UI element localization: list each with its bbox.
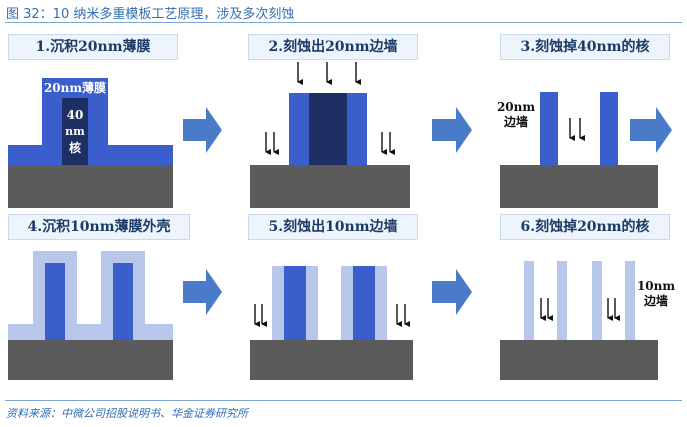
flow-arrow-right (183, 107, 222, 153)
step-4-label: 4.沉积10nm薄膜外壳 (8, 214, 190, 240)
shell-wall (341, 266, 353, 340)
title-rule (5, 22, 682, 23)
flow-arrow-right (630, 107, 672, 153)
substrate (500, 340, 658, 380)
figure-title: 图 32：10 纳米多重模板工艺原理，涉及多次刻蚀 (6, 7, 295, 22)
wall-20nm-label-2: 边墙 (503, 114, 528, 129)
step-6-illustration: 10nm 边墙 (500, 261, 675, 380)
sidewall-right (600, 92, 618, 165)
step-6-label: 6.刻蚀掉20nm的核 (500, 214, 670, 240)
core-nm-label: nm (65, 125, 85, 138)
substrate (500, 165, 658, 208)
core-40nm (309, 93, 347, 165)
substrate (8, 340, 173, 380)
film-20nm (8, 78, 173, 165)
shell-wall (557, 261, 567, 340)
step-5-illustration (250, 266, 413, 380)
wall-10nm-label-2: 边墙 (643, 293, 668, 308)
core-40nm (62, 98, 88, 165)
step-3-label: 3.刻蚀掉40nm的核 (500, 34, 670, 60)
substrate (8, 165, 173, 208)
flow-arrow-right (432, 269, 472, 315)
step-2-label: 2.刻蚀出20nm边墙 (248, 34, 418, 60)
step-1-illustration: 20nm薄膜 40 nm 核 (8, 78, 173, 208)
step-2-illustration (250, 62, 410, 208)
step-4-illustration (8, 251, 173, 380)
shell-wall (625, 261, 635, 340)
shell-wall (306, 266, 318, 340)
wall-10nm-label-1: 10nm (637, 279, 675, 293)
core-wall (284, 266, 306, 340)
sidewall-right (347, 93, 367, 165)
step-1-label: 1.沉积20nm薄膜 (8, 34, 178, 60)
source-rule (5, 400, 682, 401)
core-char-label: 核 (69, 140, 81, 155)
step-3-illustration: 20nm 边墙 (497, 92, 658, 208)
shell-wall (524, 261, 534, 340)
sidewall-left (540, 92, 558, 165)
flow-arrow-right (432, 107, 472, 153)
wall-20nm-label-1: 20nm (497, 100, 535, 114)
substrate (250, 340, 413, 380)
shell-wall (272, 266, 284, 340)
sidewall-core (45, 263, 65, 340)
film-10nm-shell (8, 251, 173, 340)
shell-wall (592, 261, 602, 340)
core-40-label: 40 (67, 108, 84, 122)
core-wall (353, 266, 375, 340)
sidewall-core (113, 263, 133, 340)
film-20nm-label: 20nm薄膜 (44, 80, 106, 95)
sidewall-left (289, 93, 309, 165)
step-5-label: 5.刻蚀出10nm边墙 (248, 214, 418, 240)
substrate (250, 165, 410, 208)
flow-arrow-right (183, 269, 222, 315)
source-note: 资料来源：中微公司招股说明书、华金证券研究所 (6, 407, 248, 420)
shell-wall (375, 266, 387, 340)
